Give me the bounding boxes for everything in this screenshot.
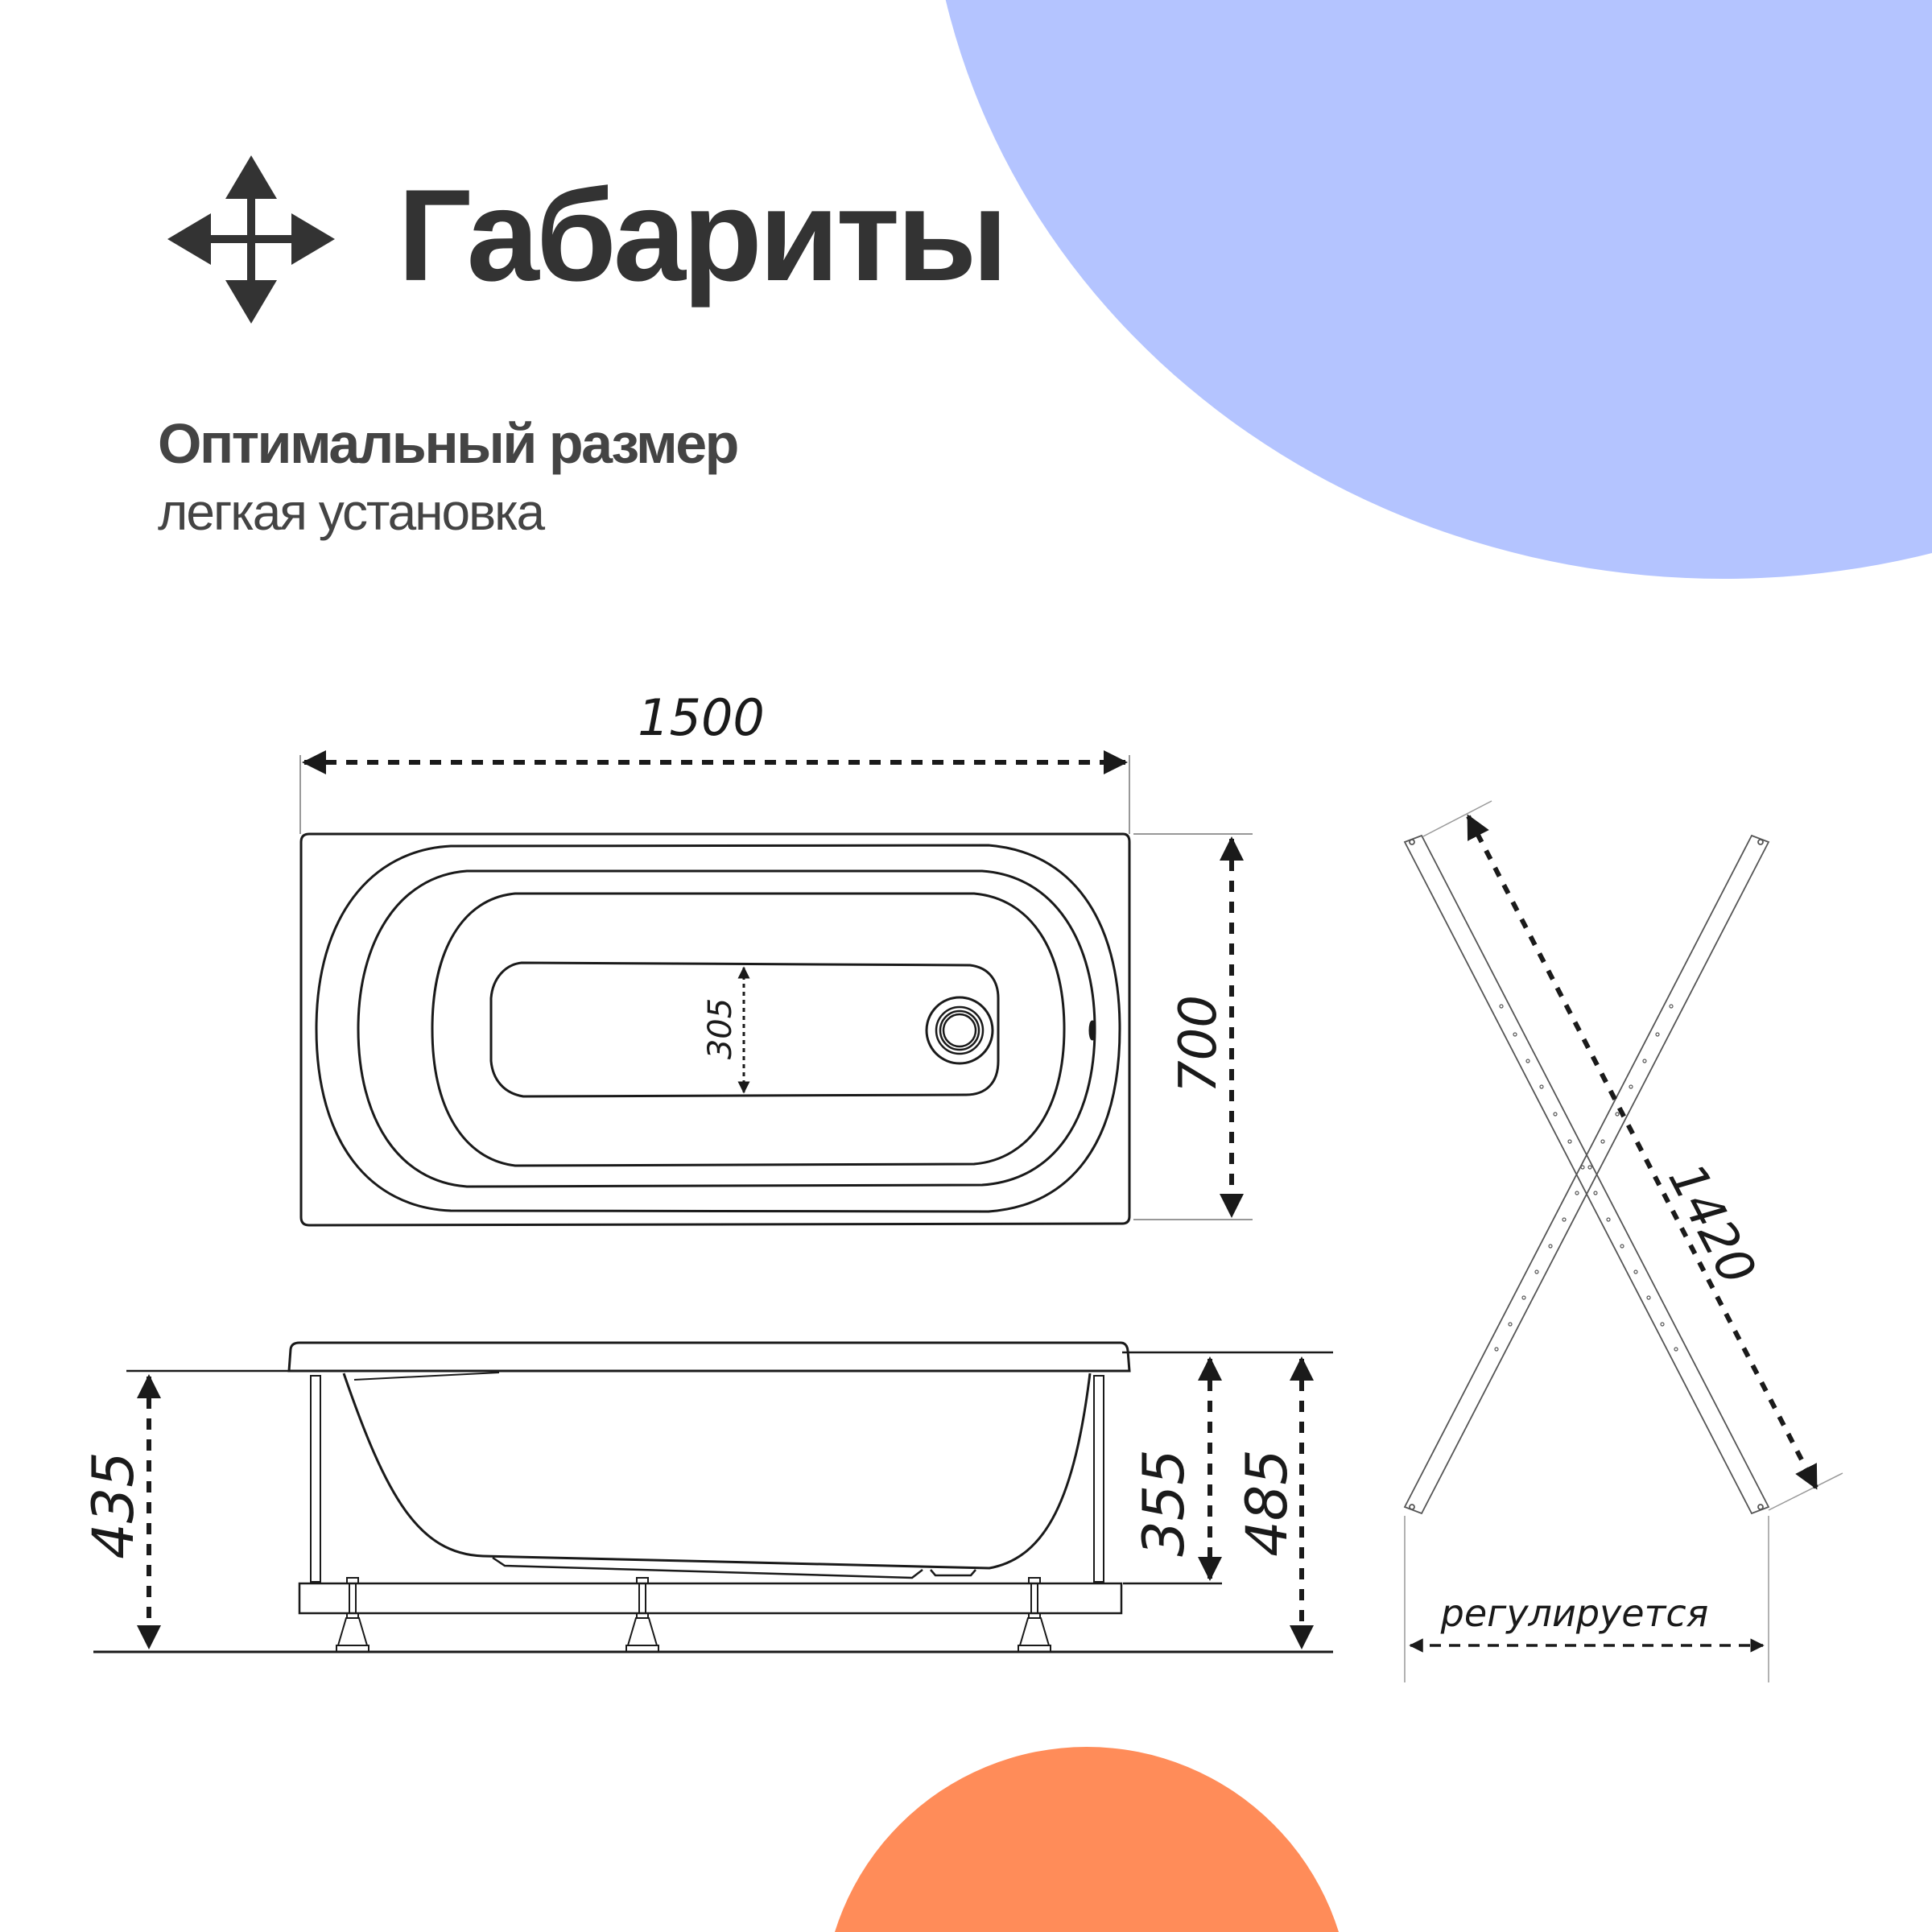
decor-blue-circle <box>945 0 1932 579</box>
left-leg <box>310 1375 321 1583</box>
bowl-depth-label: 355 <box>1131 1449 1197 1557</box>
adjustable-foot-1 <box>336 1577 369 1653</box>
subtitle-regular: легкая установка <box>158 483 545 541</box>
tub-bowl-outline-1 <box>315 844 1121 1213</box>
side-view <box>93 1341 1333 1653</box>
page-title: Габариты <box>398 163 1008 308</box>
right-leg <box>1093 1375 1104 1583</box>
overflow-icon <box>1088 1020 1096 1041</box>
brace-length-label: 1420 <box>1657 1154 1767 1294</box>
rim-height-label: 435 <box>80 1451 147 1559</box>
length-label: 1500 <box>638 688 765 747</box>
tub-rim-outline <box>299 832 1131 1227</box>
support-frame <box>298 1582 1123 1615</box>
tub-bowl-outline-2 <box>357 869 1096 1188</box>
adjustable-foot-2 <box>625 1577 659 1653</box>
tub-bowl-side <box>342 1373 1092 1570</box>
tub-floor-outline <box>489 961 1000 1098</box>
top-view <box>299 750 1253 1227</box>
x-brace-view <box>1403 800 1843 1682</box>
floor-width-label: 305 <box>702 998 739 1059</box>
subtitle-bold: Оптимальный размер <box>158 412 739 475</box>
decor-orange-circle <box>835 1747 1339 1932</box>
tub-bowl-outline-3 <box>431 892 1066 1167</box>
tub-rim-side <box>287 1341 1131 1373</box>
adjustable-foot-3 <box>1018 1577 1051 1653</box>
adjustable-label: регулируется <box>1440 1591 1709 1635</box>
width-label: 700 <box>1169 995 1228 1093</box>
brace-length-dimension-line <box>1466 814 1818 1490</box>
total-height-label: 485 <box>1234 1449 1300 1557</box>
drain-icon <box>925 996 994 1065</box>
